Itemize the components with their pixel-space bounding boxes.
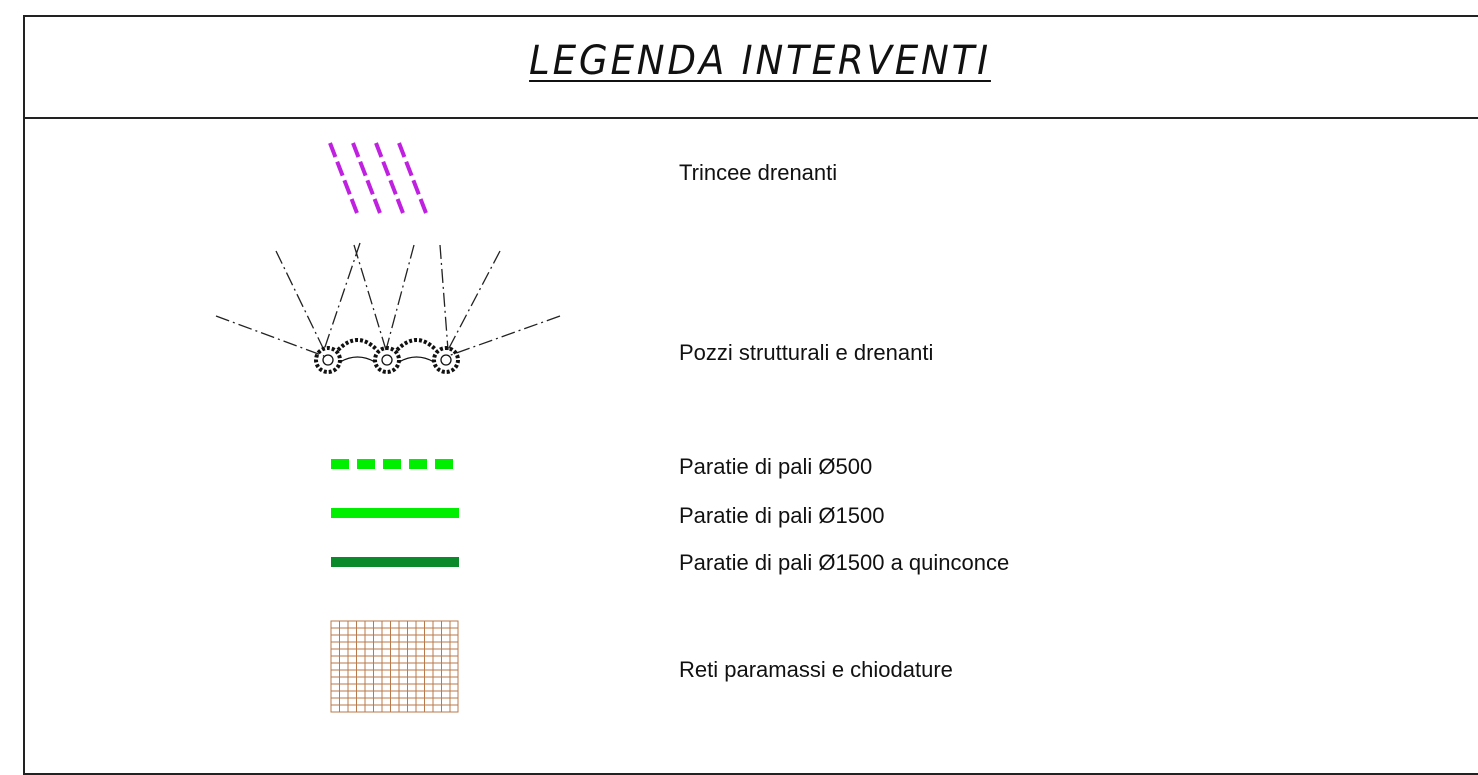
header-divider	[23, 117, 1478, 119]
well-ray	[439, 244, 449, 351]
trench-stroke	[397, 142, 428, 214]
well-circle	[373, 346, 401, 374]
trench-stroke	[351, 142, 382, 214]
trench-stroke	[374, 142, 405, 214]
label-paratie-1500: Paratie di pali Ø1500	[679, 503, 885, 528]
label-reti-paramassi: Reti paramassi e chiodature	[679, 657, 953, 682]
trincee-drenanti-symbol	[328, 142, 428, 214]
label-paratie-500: Paratie di pali Ø500	[679, 454, 873, 479]
well-circle	[432, 346, 460, 374]
grid-border	[330, 620, 459, 713]
well-circle	[314, 346, 342, 374]
label-trincee-drenanti: Trincee drenanti	[679, 160, 838, 185]
legend-title: LEGENDA INTERVENTI	[529, 38, 991, 84]
reti-paramassi-symbol	[330, 620, 459, 713]
well-ray	[447, 250, 501, 351]
label-pozzi-strutturali: Pozzi strutturali e drenanti	[679, 340, 934, 365]
well-ray	[323, 242, 361, 351]
trench-stroke	[328, 142, 359, 214]
well-connection	[395, 338, 438, 352]
well-ray	[385, 244, 415, 351]
well-ray	[353, 244, 387, 351]
well-ray	[275, 250, 325, 351]
well-ray	[215, 315, 325, 357]
well-connection	[336, 338, 379, 352]
paratie-symbols	[331, 459, 459, 567]
well-connection-inner	[398, 356, 435, 363]
label-paratie-1500-quinconce: Paratie di pali Ø1500 a quinconce	[679, 550, 1010, 575]
well-ray	[447, 315, 561, 357]
well-connection-inner	[339, 356, 376, 363]
pozzi-strutturali-symbol	[215, 242, 561, 374]
